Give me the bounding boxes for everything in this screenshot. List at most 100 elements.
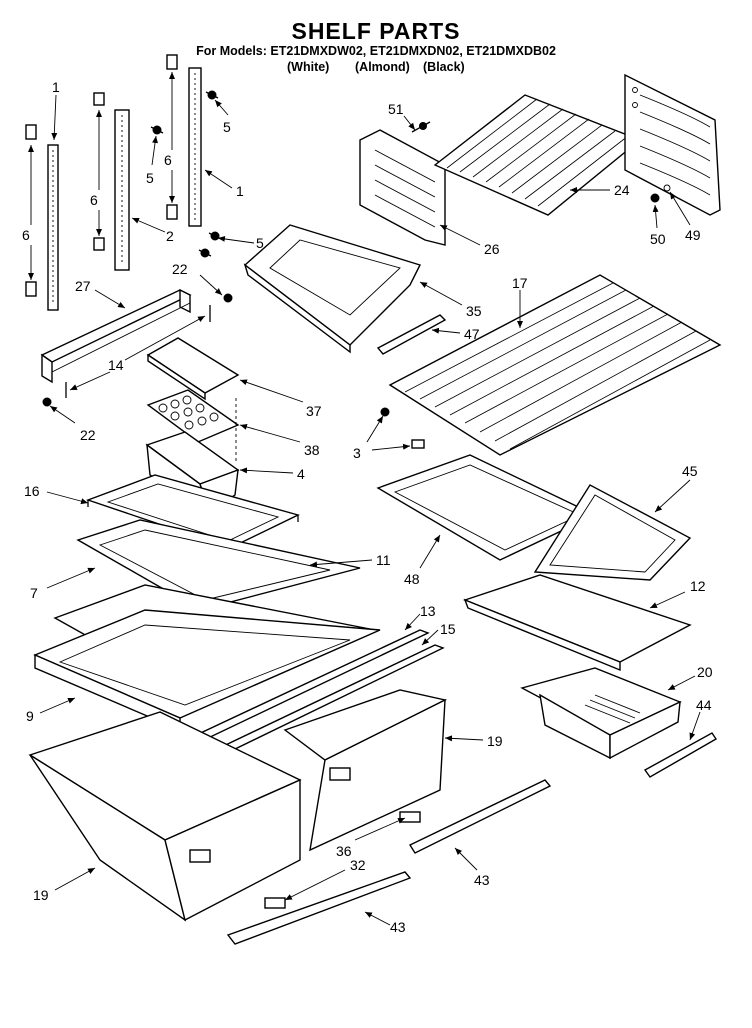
callout-48: 48: [404, 534, 441, 587]
svg-text:37: 37: [306, 403, 322, 419]
svg-text:4: 4: [297, 466, 305, 482]
svg-text:38: 38: [304, 442, 320, 458]
egg-tray: [146, 389, 240, 443]
callout-13: 13: [404, 603, 436, 631]
bracket-screws: [411, 121, 671, 203]
callout-9: 9: [26, 697, 76, 724]
meat-pan: [520, 667, 682, 760]
shelf-support-right-bracket: [624, 73, 721, 216]
callout-6a: 6: [22, 145, 34, 280]
svg-text:5: 5: [146, 170, 154, 186]
callout-43a: 43: [454, 847, 490, 888]
svg-text:17: 17: [512, 275, 528, 291]
svg-text:26: 26: [484, 241, 500, 257]
shelf-front-trim: [40, 288, 192, 384]
callout-7: 7: [30, 567, 96, 601]
svg-text:51: 51: [388, 101, 404, 117]
svg-text:1: 1: [52, 79, 60, 95]
callout-45: 45: [654, 463, 698, 513]
wire-shelf-small: [433, 94, 642, 216]
svg-text:1: 1: [236, 183, 244, 199]
callout-19b: 19: [33, 867, 96, 903]
glass-shelf-right-right: [533, 484, 692, 581]
svg-text:15: 15: [440, 621, 456, 637]
callout-38: 38: [235, 398, 320, 462]
callout-19a: 19: [444, 733, 503, 749]
svg-text:13: 13: [420, 603, 436, 619]
svg-text:49: 49: [685, 227, 701, 243]
svg-text:22: 22: [172, 261, 188, 277]
svg-text:5: 5: [223, 119, 231, 135]
svg-text:27: 27: [75, 278, 91, 294]
callout-17: 17: [512, 275, 528, 328]
svg-text:36: 36: [336, 843, 352, 859]
callout-24: 24: [570, 182, 630, 198]
callout-5a: 5: [214, 99, 231, 135]
callout-2: 2: [131, 217, 174, 244]
shelf-support-left-bracket: [359, 129, 446, 246]
svg-text:47: 47: [464, 326, 480, 342]
callout-6c: 6: [164, 72, 175, 203]
callout-35: 35: [419, 281, 482, 319]
shelf-rail-tall: [166, 54, 202, 227]
shelf-frame-lower: [33, 609, 381, 732]
callout-1a: 1: [51, 79, 60, 141]
color-white: (White): [287, 60, 330, 74]
svg-text:48: 48: [404, 571, 420, 587]
callout-6b: 6: [90, 110, 102, 236]
callout-50: 50: [650, 204, 666, 247]
callout-5b: 5: [146, 135, 159, 186]
svg-text:6: 6: [22, 227, 30, 243]
callout-16: 16: [24, 483, 89, 505]
svg-text:32: 32: [350, 857, 366, 873]
callout-37: 37: [239, 379, 322, 419]
callout-49: 49: [669, 191, 701, 243]
crisper-slides: [226, 779, 552, 945]
svg-text:35: 35: [466, 303, 482, 319]
diagram-header: SHELF PARTS For Models: ET21DMXDW02, ET2…: [0, 0, 752, 86]
svg-text:14: 14: [108, 357, 124, 373]
crisper-drawer-left: [28, 711, 302, 922]
trim-screws: [42, 293, 233, 407]
shelf-rail-short: [25, 124, 59, 311]
callout-44: 44: [689, 697, 712, 741]
svg-text:19: 19: [33, 887, 49, 903]
svg-text:5: 5: [256, 235, 264, 251]
callout-20: 20: [667, 664, 713, 691]
svg-text:24: 24: [614, 182, 630, 198]
svg-text:12: 12: [690, 578, 706, 594]
svg-text:6: 6: [90, 192, 98, 208]
callout-51: 51: [388, 101, 416, 131]
callout-36: 36: [336, 817, 406, 859]
svg-text:11: 11: [376, 552, 391, 568]
shelf-rail-middle: [93, 92, 130, 271]
svg-text:43: 43: [390, 919, 406, 935]
svg-text:43: 43: [474, 872, 490, 888]
svg-text:16: 16: [24, 483, 40, 499]
svg-text:20: 20: [697, 664, 713, 680]
shelf-clips: [380, 407, 425, 449]
callout-32: 32: [284, 857, 366, 901]
callout-14: 14: [69, 315, 206, 391]
glass-shelf-upper: [76, 519, 361, 611]
meat-pan-rail: [643, 732, 717, 778]
model-list: For Models: ET21DMXDW02, ET21DMXDN02, ET…: [196, 44, 556, 58]
callout-22a: 22: [172, 261, 223, 296]
svg-text:19: 19: [487, 733, 503, 749]
callout-4: 4: [239, 466, 305, 482]
svg-text:50: 50: [650, 231, 666, 247]
color-almond: (Almond): [355, 60, 410, 74]
crisper-drawer-right: [283, 689, 448, 852]
snack-pan-rail: [376, 314, 447, 355]
callout-3: 3: [353, 415, 411, 461]
svg-text:45: 45: [682, 463, 698, 479]
svg-text:6: 6: [164, 152, 172, 168]
callout-11: 11: [309, 552, 391, 568]
callout-15: 15: [421, 621, 456, 646]
svg-text:2: 2: [166, 228, 174, 244]
svg-text:3: 3: [353, 445, 361, 461]
egg-tray-cover: [146, 337, 240, 401]
callout-43b: 43: [364, 911, 406, 935]
wire-shelf-large: [388, 274, 722, 456]
